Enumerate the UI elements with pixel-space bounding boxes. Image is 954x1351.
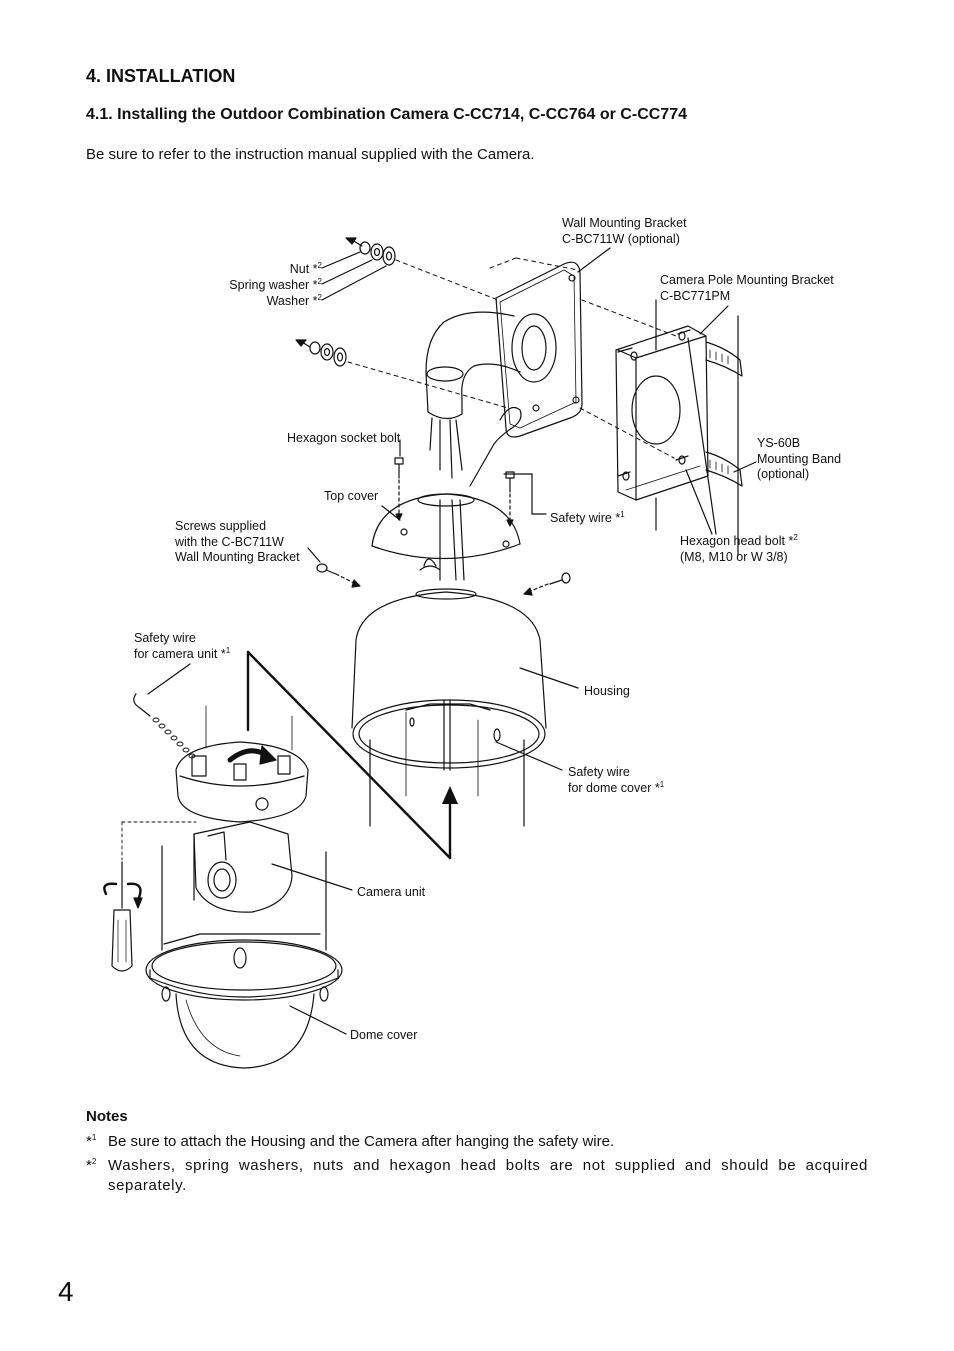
section-title: 4. INSTALLATION bbox=[86, 66, 236, 86]
page-number: 4 bbox=[58, 1276, 74, 1307]
label-mounting-band: YS-60B Mounting Band (optional) bbox=[757, 436, 842, 481]
label-safety-wire-dome-cover: Safety wire for dome cover *1 bbox=[568, 765, 665, 795]
wall-mounting-bracket bbox=[426, 262, 582, 486]
note-2-mark: *2 bbox=[86, 1157, 97, 1174]
label-top-cover: Top cover bbox=[324, 489, 379, 503]
note-1-mark: *1 bbox=[86, 1133, 97, 1150]
notes-title: Notes bbox=[86, 1108, 128, 1125]
camera-mount-ring bbox=[176, 706, 308, 822]
label-nut: Nut *2 bbox=[289, 260, 322, 276]
label-safety-wire-camera-unit: Safety wire for camera unit *1 bbox=[134, 631, 231, 661]
top-cover bbox=[372, 494, 520, 570]
note-1: *1 Be sure to attach the Housing and the… bbox=[86, 1132, 868, 1152]
label-spring-washer: Spring washer *2 bbox=[229, 276, 322, 292]
label-pole-mounting-bracket: Camera Pole Mounting Bracket C-BC771PM bbox=[660, 273, 834, 303]
subsection-title: 4.1. Installing the Outdoor Combination … bbox=[86, 106, 687, 123]
screw-right bbox=[524, 573, 570, 595]
label-hexagon-socket-bolt: Hexagon socket bolt bbox=[287, 431, 401, 445]
label-camera-unit: Camera unit bbox=[357, 885, 426, 899]
label-housing: Housing bbox=[584, 684, 630, 698]
intro-text: Be sure to refer to the instruction manu… bbox=[86, 146, 535, 163]
screw-left bbox=[317, 564, 360, 587]
note-2-text: Washers, spring washers, nuts and hexago… bbox=[108, 1157, 868, 1194]
pole-mounting-bracket bbox=[616, 300, 742, 556]
assembly-arrow bbox=[248, 652, 458, 858]
note-2: *2 Washers, spring washers, nuts and hex… bbox=[86, 1156, 868, 1196]
label-wall-mounting-bracket: Wall Mounting Bracket C-BC711W (optional… bbox=[562, 216, 687, 246]
camera-unit bbox=[162, 822, 326, 950]
note-1-text: Be sure to attach the Housing and the Ca… bbox=[108, 1133, 615, 1150]
nut-washer-group-upper bbox=[346, 238, 395, 265]
label-hexagon-head-bolt: Hexagon head bolt *2 (M8, M10 or W 3/8) bbox=[680, 532, 798, 564]
safety-wire-chain bbox=[134, 694, 195, 758]
nut-washer-group-lower bbox=[296, 340, 346, 366]
hexagon-socket-bolts bbox=[395, 458, 514, 526]
dome-cover bbox=[146, 934, 342, 1068]
label-screws-supplied: Screws supplied with the C-BC711W Wall M… bbox=[175, 519, 300, 564]
screwdriver-icon bbox=[104, 862, 142, 971]
label-dome-cover: Dome cover bbox=[350, 1028, 418, 1042]
label-washer: Washer *2 bbox=[266, 292, 322, 308]
label-safety-wire: Safety wire *1 bbox=[550, 509, 625, 525]
